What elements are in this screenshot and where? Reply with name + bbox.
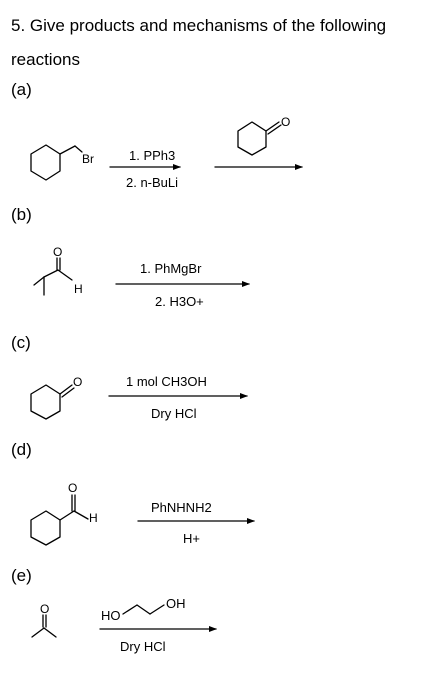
e-reagent-1: Dry HCl [120, 639, 166, 654]
e-glycol-bond-2 [136, 604, 151, 615]
a-c-br-bond [74, 145, 83, 153]
b-h-label: H [74, 282, 83, 296]
a-reagent-1: 1. PPh3 [129, 148, 175, 163]
b-reagent-1: 1. PhMgBr [140, 261, 202, 276]
a-cyclohexanone-ring [237, 121, 267, 156]
b-ch-bond [57, 269, 73, 281]
part-d-label: (d) [11, 440, 32, 459]
d-h-label: H [89, 511, 98, 525]
e-glycol-bond-1 [122, 604, 138, 615]
e-o-label: O [40, 602, 49, 616]
a-co-bond-1 [265, 121, 280, 132]
e-ch3-right [43, 627, 57, 638]
e-ch3-left [31, 627, 45, 638]
b-o-label: O [53, 245, 62, 259]
b-ch3-left [33, 276, 45, 286]
e-ho-label: HO [101, 608, 121, 623]
e-oh-label: OH [166, 596, 186, 611]
d-cyclohexane-ring [30, 510, 61, 546]
b-reagent-2: 2. H3O+ [155, 294, 204, 309]
question-text: 5. Give products and mechanisms of the f… [11, 16, 387, 69]
d-reagent-1: PhNHNH2 [151, 500, 212, 515]
part-a-label: (a) [11, 80, 32, 99]
a-cyclohexane-ring [30, 144, 61, 181]
d-ch-bond [73, 510, 89, 520]
c-co-bond-1 [59, 384, 73, 395]
d-o-label: O [68, 481, 77, 495]
a-br-label: Br [82, 152, 94, 166]
a-reagent-2: 2. n-BuLi [126, 175, 178, 190]
c-reagent-2: Dry HCl [151, 406, 197, 421]
a-co-bond-2 [267, 124, 282, 135]
e-glycol-bond-3 [149, 604, 165, 615]
b-ch-cho [43, 269, 59, 278]
part-b-label: (b) [11, 205, 32, 224]
part-e-label: (e) [11, 566, 32, 585]
part-c-label: (c) [11, 333, 31, 352]
c-co-bond-2 [61, 387, 75, 398]
d-reagent-2: H+ [183, 531, 200, 546]
c-o-label: O [73, 375, 82, 389]
a-ketone-o-label: O [281, 115, 290, 129]
c-cyclohexanone-ring [30, 384, 61, 420]
d-ring-cho [59, 510, 75, 521]
a-ch2-bond [59, 145, 76, 155]
c-reagent-1: 1 mol CH3OH [126, 374, 207, 389]
